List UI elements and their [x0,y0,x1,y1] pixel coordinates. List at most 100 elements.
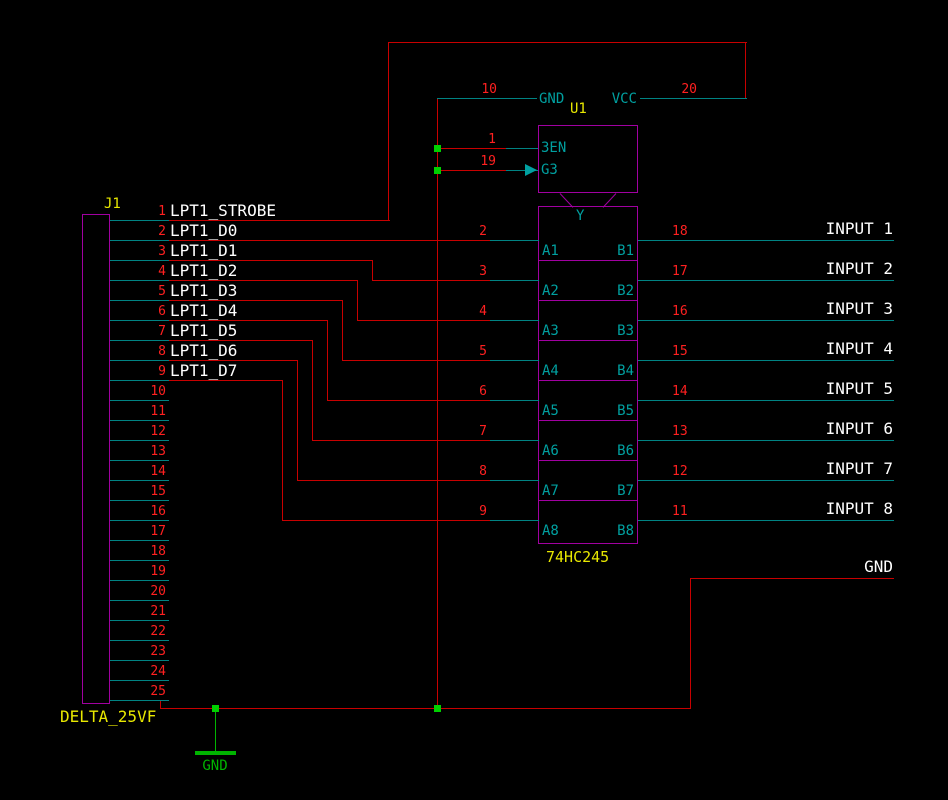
connector-pin-number: 16 [150,504,166,519]
wire-segment[interactable] [160,708,691,709]
ic-divider [539,380,638,381]
connector-pin-line [110,520,169,521]
ic-pin-name: B8 [617,523,634,539]
connector-body[interactable] [82,214,110,704]
ic-divider [539,300,638,301]
net-label-lpt1-d4[interactable]: LPT1_D4 [170,301,238,320]
ic-pin-number: 4 [479,304,487,319]
connector-pin-number: 10 [150,384,166,399]
ic-reference[interactable]: U1 [570,101,587,117]
wire-segment[interactable] [297,360,298,481]
ic-pin-number: 18 [672,224,688,239]
ic-pin-name: A4 [542,363,559,379]
ic-pin-number: 2 [479,224,487,239]
wire-segment[interactable] [312,340,313,441]
wire-segment[interactable] [168,300,343,301]
wire-segment[interactable] [160,700,161,709]
wire-segment[interactable] [388,42,747,43]
net-label-lpt1-d3[interactable]: LPT1_D3 [170,281,238,300]
net-label-input-7[interactable]: INPUT 7 [825,459,893,478]
connector-pin-number: 7 [158,324,166,339]
ic-pin-line [490,520,539,521]
wire-segment[interactable] [312,440,491,441]
connector-pin-line [110,620,169,621]
wire-segment[interactable] [168,220,390,221]
connector-pin-number: 8 [158,344,166,359]
net-label-lpt1-d0[interactable]: LPT1_D0 [170,221,238,240]
ground-symbol-bar[interactable] [195,751,236,755]
ic-control-body[interactable] [538,125,638,193]
ic-bus-label: Y [576,208,585,224]
wire-segment[interactable] [437,98,438,709]
wire-segment[interactable] [327,400,491,401]
ic-pin-name: B7 [617,483,634,499]
wire-segment[interactable] [282,520,491,521]
net-label-input-6[interactable]: INPUT 6 [825,419,893,438]
net-label-lpt1-d2[interactable]: LPT1_D2 [170,261,238,280]
ic-value[interactable]: 74HC245 [546,548,610,566]
ic-pin-line [638,320,894,321]
wire-segment[interactable] [437,148,507,149]
junction-dot [434,705,441,712]
wire-segment[interactable] [168,380,283,381]
wire-segment[interactable] [745,42,746,99]
connector-pin-line [110,300,169,301]
wire-segment[interactable] [342,300,343,361]
wire-segment[interactable] [168,240,491,241]
net-label-input-4[interactable]: INPUT 4 [825,339,893,358]
connector-pin-line [110,540,169,541]
wire-segment[interactable] [168,340,313,341]
wire-segment[interactable] [690,578,894,579]
wire-segment[interactable] [297,480,491,481]
connector-pin-number: 23 [150,644,166,659]
net-label-input-8[interactable]: INPUT 8 [825,499,893,518]
net-label-lpt1-strobe[interactable]: LPT1_STROBE [170,201,276,220]
connector-pin-line [110,480,169,481]
net-label-input-5[interactable]: INPUT 5 [825,379,893,398]
wire-segment[interactable] [327,320,328,401]
connector-pin-number: 24 [150,664,166,679]
wire-segment[interactable] [357,320,491,321]
wire-segment[interactable] [372,260,373,281]
net-label-input-3[interactable]: INPUT 3 [825,299,893,318]
connector-pin-line [110,640,169,641]
wire-segment[interactable] [168,280,358,281]
connector-value[interactable]: DELTA_25VF [60,707,157,726]
connector-pin-number: 6 [158,304,166,319]
net-label-input-2[interactable]: INPUT 2 [825,259,893,278]
connector-pin-line [110,560,169,561]
wire-segment[interactable] [388,42,389,221]
connector-pin-line [110,260,169,261]
ic-body[interactable] [538,206,638,544]
net-label-lpt1-d6[interactable]: LPT1_D6 [170,341,238,360]
connector-pin-line [110,580,169,581]
ground-symbol-label: GND [202,758,228,774]
wire-segment[interactable] [168,260,373,261]
ic-pin-name: B1 [617,243,634,259]
ic-pin-name: B2 [617,283,634,299]
wire-segment[interactable] [168,360,298,361]
wire-segment[interactable] [437,170,507,171]
wire-segment[interactable] [342,360,491,361]
ic-pin-name: B4 [617,363,634,379]
connector-pin-number: 22 [150,624,166,639]
net-label-lpt1-d7[interactable]: LPT1_D7 [170,361,238,380]
wire-segment[interactable] [282,380,283,521]
net-label-gnd[interactable]: GND [864,557,893,576]
wire-segment[interactable] [372,280,491,281]
ic-pin-number: 1 [488,132,496,147]
net-label-lpt1-d5[interactable]: LPT1_D5 [170,321,238,340]
ic-divider [539,340,638,341]
connector-pin-line [110,660,169,661]
wire-segment[interactable] [168,320,328,321]
connector-pin-number: 1 [158,204,166,219]
wire-segment[interactable] [357,280,358,321]
ic-pin-name: A1 [542,243,559,259]
ic-pin-name: A5 [542,403,559,419]
wire-segment[interactable] [690,578,691,709]
connector-reference[interactable]: J1 [104,196,121,212]
ic-pin-line [506,170,539,171]
net-label-lpt1-d1[interactable]: LPT1_D1 [170,241,238,260]
net-label-input-1[interactable]: INPUT 1 [825,219,893,238]
